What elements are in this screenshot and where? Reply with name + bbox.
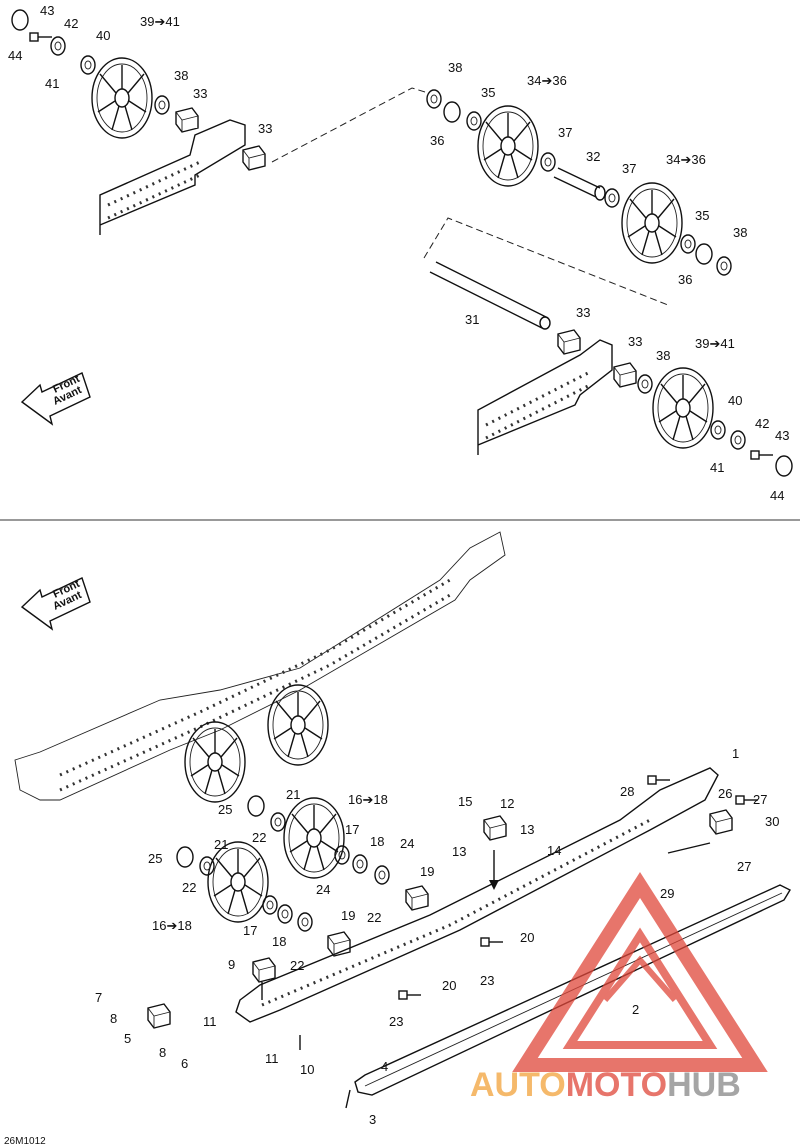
lower-assembly	[14, 531, 791, 1109]
svg-text:AUTOMOTOHUB: AUTOMOTOHUB	[470, 1066, 741, 1104]
callout: 20	[520, 930, 534, 945]
callout: 4	[381, 1059, 388, 1074]
callout: 24	[316, 882, 330, 897]
callout: 43	[40, 3, 54, 18]
callout: 23	[480, 973, 494, 988]
callout: 28	[620, 784, 634, 799]
callout: 29	[660, 886, 674, 901]
callout: 13	[520, 822, 534, 837]
callout: 38	[733, 225, 747, 240]
callout: 35	[695, 208, 709, 223]
upper-assembly	[11, 9, 793, 477]
callout: 22	[367, 910, 381, 925]
callout: 34➔36	[527, 73, 567, 88]
callout: 9	[228, 957, 235, 972]
callout: 37	[622, 161, 636, 176]
watermark-moto: MOTO	[566, 1066, 667, 1104]
callout: 23	[389, 1014, 403, 1029]
callout: 14	[547, 843, 561, 858]
callout: 44	[770, 488, 784, 503]
callout: 39➔41	[695, 336, 735, 351]
top-callouts: 43 42 40 39➔41 44 41 38 33 33 38 34➔36 3…	[8, 3, 789, 503]
callout: 43	[775, 428, 789, 443]
drawing-code: 26M1012	[4, 1136, 46, 1147]
callout: 11	[265, 1051, 279, 1066]
callout: 21	[214, 837, 228, 852]
callout: 31	[465, 312, 479, 327]
callout: 44	[8, 48, 22, 63]
callout: 41	[45, 76, 59, 91]
callout: 40	[728, 393, 742, 408]
callout: 5	[124, 1031, 131, 1046]
callout: 37	[558, 125, 572, 140]
watermark-auto: AUTO	[470, 1066, 566, 1104]
callout: 41	[710, 460, 724, 475]
callout: 8	[110, 1011, 117, 1026]
callout: 18	[370, 834, 384, 849]
bottom-callouts: 1 28 26 27 30 27 29 25 21 22 16➔18 15 12…	[95, 746, 779, 1127]
callout: 38	[656, 348, 670, 363]
callout: 12	[500, 796, 514, 811]
callout: 42	[755, 416, 769, 431]
callout: 27	[737, 859, 751, 874]
callout: 10	[300, 1062, 314, 1077]
callout: 36	[678, 272, 692, 287]
callout: 6	[181, 1056, 188, 1071]
front-arrow-bottom: Front Avant	[20, 577, 91, 631]
callout: 36	[430, 133, 444, 148]
callout: 26	[718, 786, 732, 801]
callout: 38	[174, 68, 188, 83]
callout: 35	[481, 85, 495, 100]
callout: 17	[243, 923, 257, 938]
callout: 16➔18	[152, 918, 192, 933]
callout: 30	[765, 814, 779, 829]
callout: 15	[458, 794, 472, 809]
watermark-hub: HUB	[667, 1066, 741, 1104]
callout: 34➔36	[666, 152, 706, 167]
watermark-logo: AUTOMOTOHUB	[470, 871, 768, 1104]
callout: 19	[341, 908, 355, 923]
callout: 2	[632, 1002, 639, 1017]
front-arrow-top: Front Avant	[20, 372, 91, 426]
callout: 8	[159, 1045, 166, 1060]
callout: 32	[586, 149, 600, 164]
callout: 22	[290, 958, 304, 973]
callout: 33	[628, 334, 642, 349]
callout: 21	[286, 787, 300, 802]
callout: 38	[448, 60, 462, 75]
callout: 17	[345, 822, 359, 837]
callout: 13	[452, 844, 466, 859]
callout: 25	[218, 802, 232, 817]
callout: 18	[272, 934, 286, 949]
callout: 40	[96, 28, 110, 43]
callout: 33	[576, 305, 590, 320]
callout: 33	[193, 86, 207, 101]
callout: 11	[203, 1014, 217, 1029]
callout: 39➔41	[140, 14, 180, 29]
callout: 3	[369, 1112, 376, 1127]
callout: 22	[182, 880, 196, 895]
callout: 16➔18	[348, 792, 388, 807]
callout: 42	[64, 16, 78, 31]
callout: 27	[753, 792, 767, 807]
callout: 1	[732, 746, 739, 761]
callout: 7	[95, 990, 102, 1005]
callout: 19	[420, 864, 434, 879]
callout: 22	[252, 830, 266, 845]
callout: 20	[442, 978, 456, 993]
callout: 24	[400, 836, 414, 851]
callout: 33	[258, 121, 272, 136]
callout: 25	[148, 851, 162, 866]
